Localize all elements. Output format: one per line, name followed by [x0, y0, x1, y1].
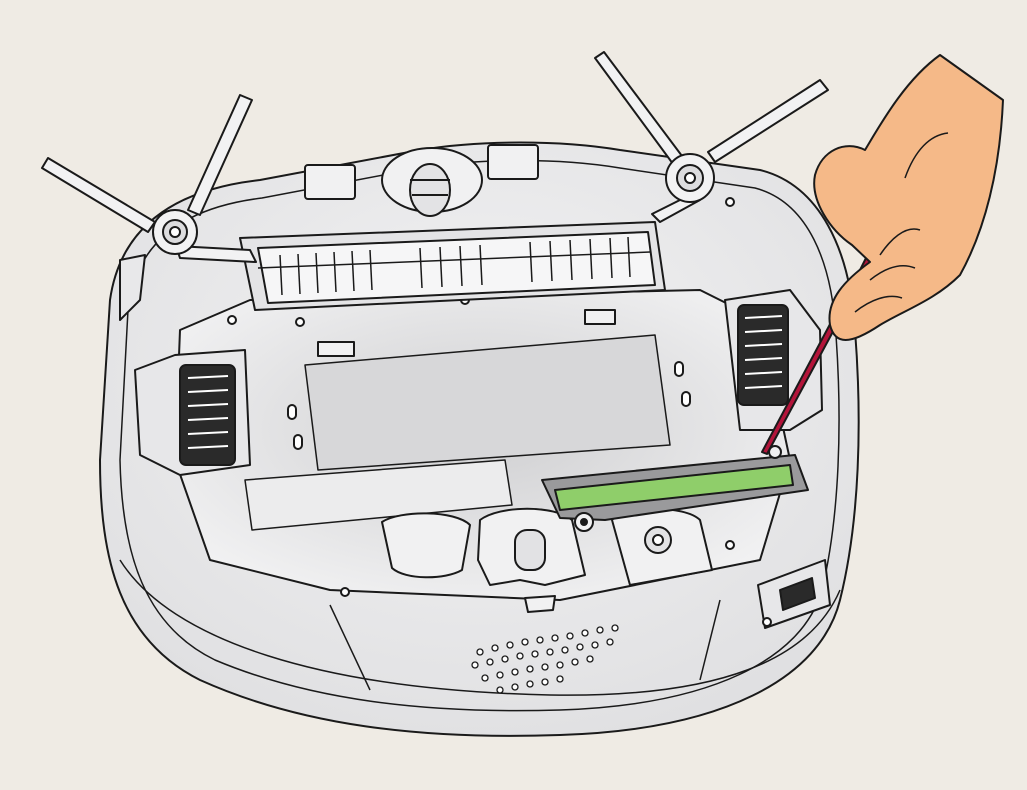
hand-icon [813, 54, 1004, 341]
battery-cover-icon [541, 445, 809, 532]
main-brush-icon [239, 221, 666, 357]
power-switch-icon [757, 559, 831, 629]
drive-wheel-left-icon [134, 349, 251, 476]
side-brush-right-icon [594, 51, 829, 223]
top-caster-wheel-icon [304, 144, 539, 217]
side-brush-left-icon [41, 94, 257, 321]
caster-wheel-icon [381, 507, 713, 613]
speaker-grill [471, 624, 619, 694]
